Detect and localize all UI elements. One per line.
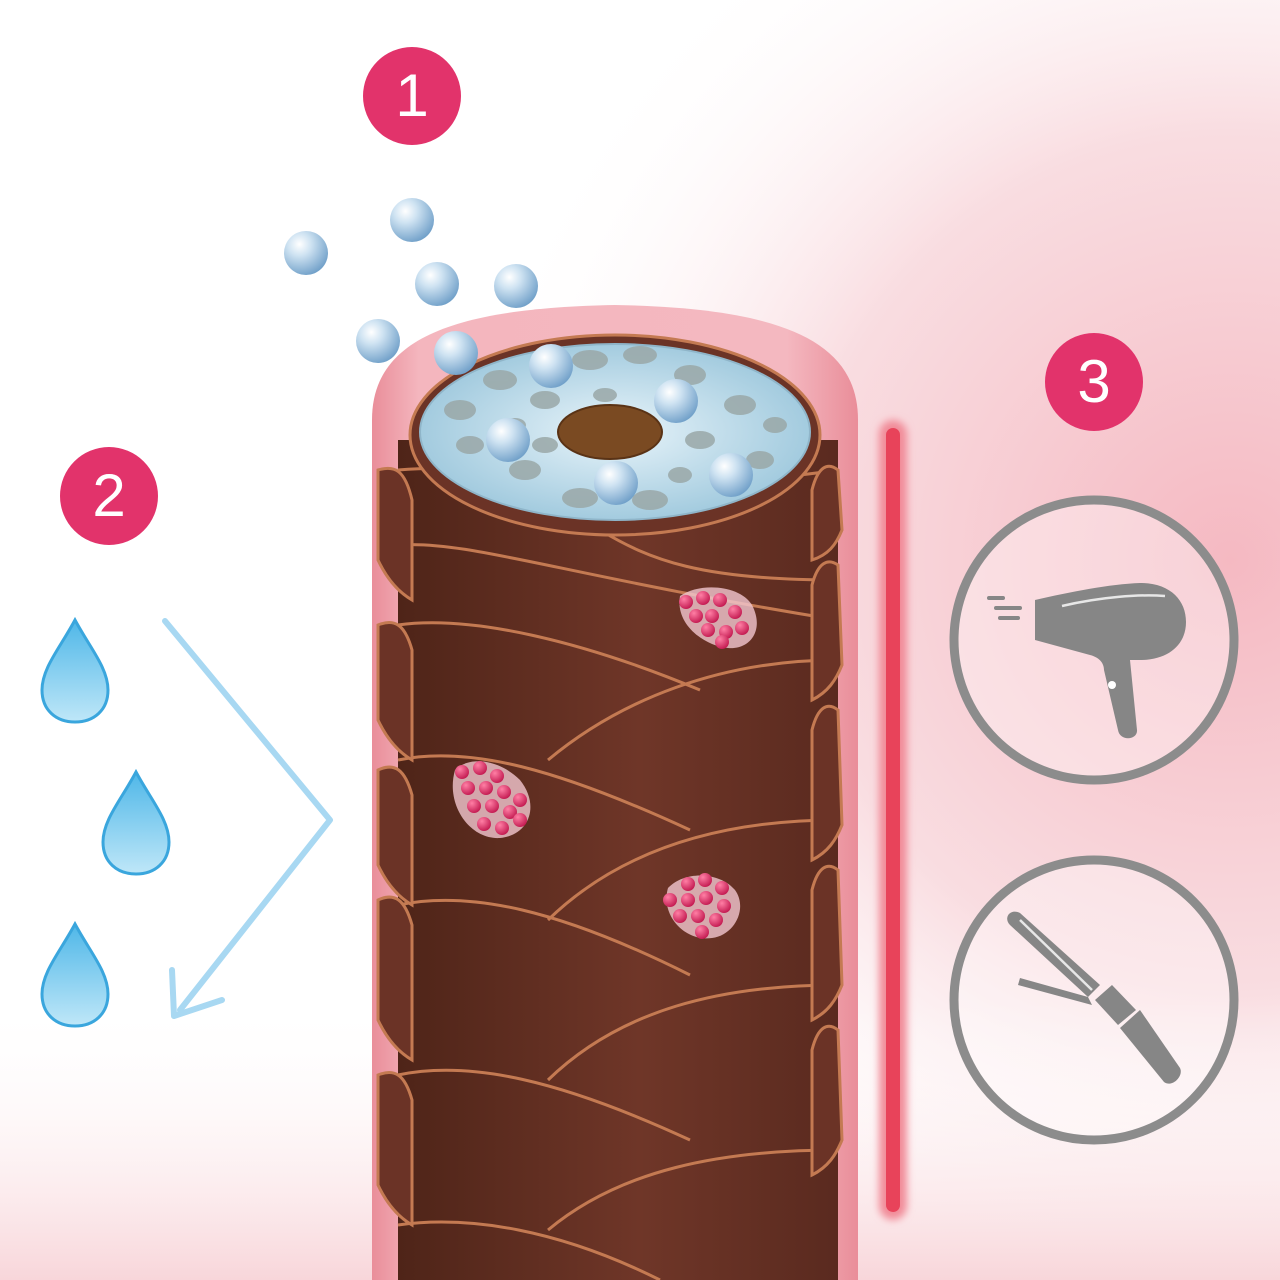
cortex-cells: [444, 346, 787, 510]
step-number: 2: [92, 462, 126, 529]
bead: [494, 264, 538, 308]
heat-line: [879, 420, 907, 1220]
particle-cluster: [679, 587, 757, 649]
water-drop-icon: [101, 768, 171, 876]
step-number: 3: [1077, 348, 1111, 415]
bead: [415, 262, 459, 306]
water-drop-icon: [40, 920, 110, 1028]
nourishing-beads: [284, 198, 753, 505]
curling-iron-tool: [949, 855, 1239, 1145]
water-arrow: [162, 618, 333, 1019]
bead: [284, 231, 328, 275]
hair-shaft: [398, 440, 838, 1280]
bead: [709, 453, 753, 497]
bead: [356, 319, 400, 363]
water-drops: [40, 616, 171, 1028]
step-badge-1: 1: [363, 47, 461, 145]
cuticle-scale-edges-left: [376, 466, 414, 1228]
hair-dryer-tool: [949, 495, 1239, 785]
water-drop-icon: [40, 616, 110, 724]
step-number: 1: [395, 62, 429, 129]
bead: [654, 379, 698, 423]
cuticle-scale-edges-right: [810, 464, 844, 1178]
particle-cluster: [663, 873, 741, 939]
step-badge-3: 3: [1045, 333, 1143, 431]
step-badge-2: 2: [60, 447, 158, 545]
particle-cluster: [452, 761, 531, 839]
bead: [390, 198, 434, 242]
medulla: [558, 405, 662, 459]
hair-dryer-icon: [987, 583, 1186, 739]
bead: [434, 331, 478, 375]
bead: [486, 418, 530, 462]
bead: [594, 461, 638, 505]
bead: [529, 344, 573, 388]
